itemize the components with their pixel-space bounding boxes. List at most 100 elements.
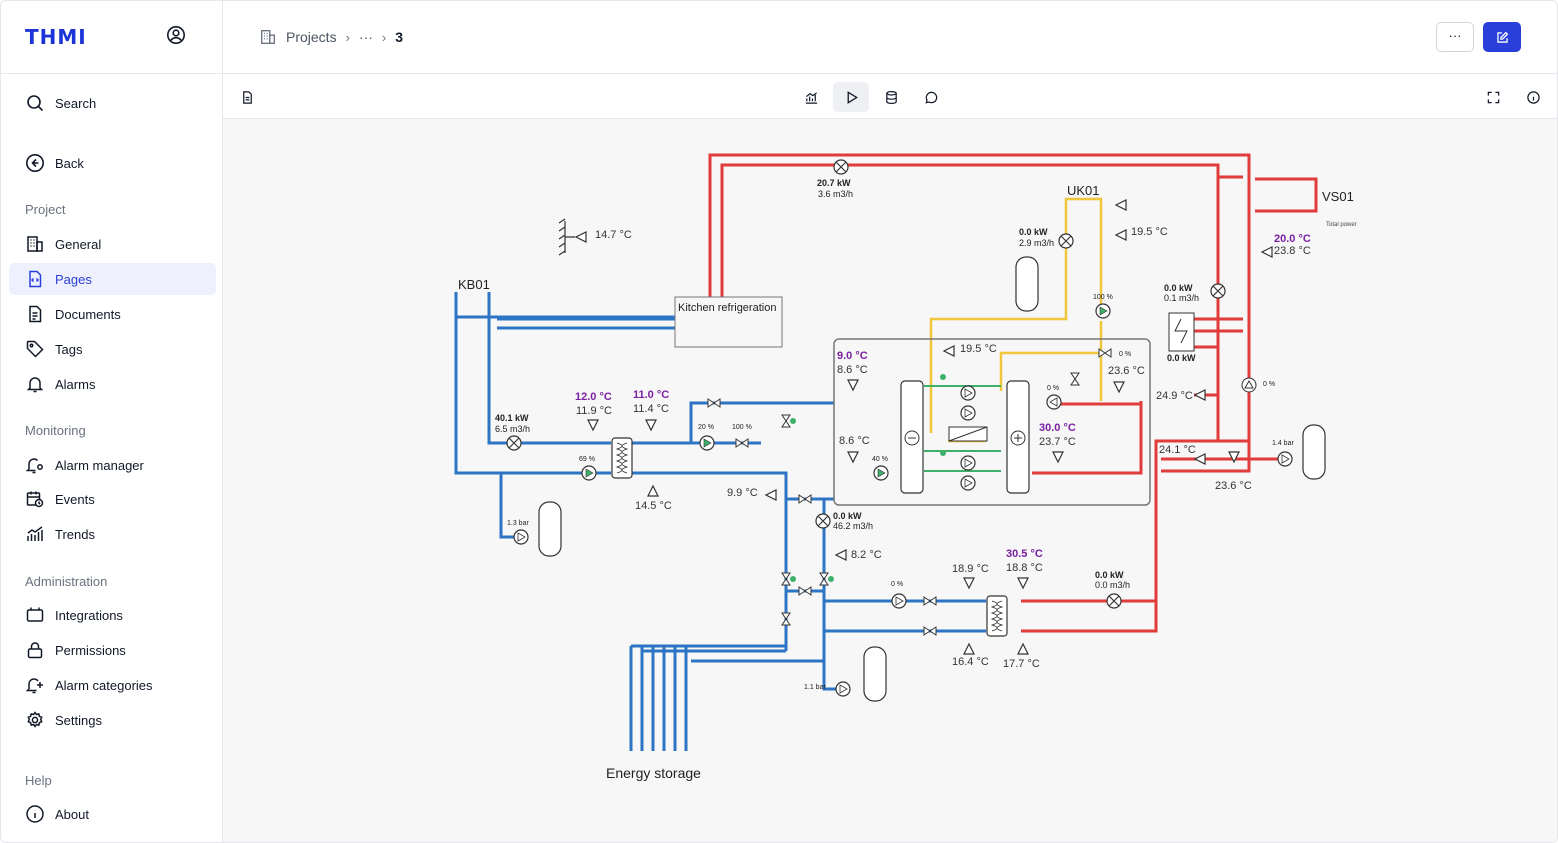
section-administration: Administration — [25, 574, 108, 589]
reading-kb01-pump: 69 % — [579, 456, 595, 463]
sidebar-item-alarm-categories[interactable]: Alarm categories — [9, 669, 216, 701]
sidebar-back-label: Back — [55, 155, 84, 171]
sidebar-item-label: Pages — [55, 271, 92, 287]
reading-hp-evap-setpoint[interactable]: 9.0 °C — [837, 350, 868, 362]
unit-kitchen-refrigeration[interactable]: Kitchen refrigeration — [678, 302, 776, 314]
more-options-button[interactable]: ··· — [1436, 22, 1474, 52]
bell-plus-icon — [25, 678, 43, 694]
reading-storage-setpoint[interactable]: 30.5 °C — [1006, 548, 1043, 560]
breadcrumb-current: 3 — [395, 29, 404, 45]
page-info-button[interactable] — [1515, 82, 1551, 112]
calendar-clock-icon — [26, 491, 44, 508]
info-icon — [1526, 90, 1540, 104]
reading-hp-cond-temp: 23.7 °C — [1039, 436, 1076, 448]
sidebar-item-label: Trends — [55, 526, 95, 542]
sidebar-item-label: Documents — [55, 306, 121, 322]
reading-storage-t2: 18.8 °C — [1006, 562, 1043, 574]
unit-uk01[interactable]: UK01 — [1067, 183, 1100, 198]
reading-kb01-pump2: 20 % — [698, 424, 714, 431]
reading-storage-meter-power: 0.0 kW — [1095, 570, 1124, 580]
sidebar-item-label: Permissions — [55, 642, 126, 658]
reading-vs01-meter-power: 0.0 kW — [1164, 283, 1193, 293]
reading-vs01-temp: 23.8 °C — [1274, 245, 1311, 257]
sidebar-item-alarms[interactable]: Alarms — [9, 368, 216, 400]
bell-icon — [26, 377, 44, 393]
sidebar-item-pages[interactable]: Pages — [9, 263, 216, 295]
reading-uk01-valve: 100 % — [1093, 294, 1113, 301]
reading-kb01-setpoint-2[interactable]: 11.0 °C — [633, 389, 669, 401]
sidebar-item-about[interactable]: About — [9, 798, 216, 830]
sidebar-search[interactable]: Search — [9, 87, 216, 119]
comment-icon — [925, 91, 937, 103]
sidebar-item-permissions[interactable]: Permissions — [9, 634, 216, 666]
app-logo: THMI — [25, 25, 87, 49]
sidebar-item-settings[interactable]: Settings — [9, 704, 216, 736]
chart-bars-icon — [27, 526, 43, 541]
sidebar-item-label: Alarm categories — [55, 677, 153, 693]
sidebar-item-label: About — [55, 806, 89, 822]
breadcrumb-projects[interactable]: Projects — [286, 29, 337, 45]
reading-kb01-expansion: 1.3 bar — [507, 520, 529, 527]
unit-kb01[interactable]: KB01 — [458, 277, 490, 292]
section-project: Project — [25, 202, 66, 217]
sidebar-item-alarm-manager[interactable]: Alarm manager — [9, 449, 216, 481]
tag-icon — [26, 340, 44, 358]
plug-icon — [26, 607, 44, 622]
reading-right-pump: 0 % — [1263, 381, 1275, 388]
reading-kb01-return: 14.5 °C — [635, 500, 672, 512]
data-source-button[interactable] — [873, 82, 909, 112]
reading-outdoor-temp: 14.7 °C — [595, 229, 632, 241]
reading-vs01-setpoint[interactable]: 20.0 °C — [1274, 233, 1311, 245]
reading-hp-cond-pump: 0 % — [1047, 385, 1059, 392]
reading-right-expansion: 1.4 bar — [1272, 440, 1294, 447]
reading-uk01-flow: 2.9 m3/h — [1019, 238, 1054, 248]
sidebar-item-integrations[interactable]: Integrations — [9, 599, 216, 631]
sidebar-item-trends[interactable]: Trends — [9, 518, 216, 550]
reading-hp-cond-setpoint[interactable]: 30.0 °C — [1039, 422, 1076, 434]
sidebar-item-tags[interactable]: Tags — [9, 333, 216, 365]
back-icon — [26, 154, 44, 172]
sidebar-item-events[interactable]: Events — [9, 483, 216, 515]
sidebar-item-label: Events — [55, 491, 95, 507]
sidebar-item-label: Settings — [55, 712, 102, 728]
fullscreen-icon — [1487, 91, 1499, 103]
edit-icon — [1496, 31, 1508, 43]
gear-icon — [27, 711, 43, 728]
reading-hp-mid-temp: 9.9 °C — [727, 487, 758, 499]
building-icon — [27, 236, 43, 252]
reading-right-temp-1: 24.9 °C — [1156, 390, 1193, 402]
page-code-icon — [29, 270, 42, 288]
run-mode-button[interactable] — [833, 82, 869, 112]
section-monitoring: Monitoring — [25, 423, 86, 438]
page-file-button[interactable] — [229, 82, 265, 112]
reading-storage-flow: 46.2 m3/h — [833, 521, 873, 531]
reading-kb01-power: 40.1 kW — [495, 413, 529, 423]
reading-storage-pump: 0 % — [891, 581, 903, 588]
sidebar-item-label: Integrations — [55, 607, 123, 623]
comments-button[interactable] — [913, 82, 949, 112]
edit-button[interactable] — [1483, 22, 1521, 52]
fullscreen-button[interactable] — [1475, 82, 1511, 112]
bell-settings-icon — [25, 458, 43, 474]
reading-hp-valve: 0 % — [1119, 351, 1131, 358]
reading-top-power: 20.7 kW — [817, 178, 851, 188]
sidebar-back[interactable]: Back — [9, 147, 216, 179]
sidebar-item-general[interactable]: General — [9, 228, 216, 260]
reading-kb01-flow: 6.5 m3/h — [495, 424, 530, 434]
sidebar-item-label: Alarm manager — [55, 457, 144, 473]
reading-storage-t3: 16.4 °C — [952, 656, 989, 668]
breadcrumb-ellipsis[interactable]: ··· — [358, 29, 373, 45]
sidebar-search-label: Search — [55, 95, 97, 111]
chevron-right-icon: › — [345, 29, 350, 45]
sidebar-item-documents[interactable]: Documents — [9, 298, 216, 330]
unit-energy-storage[interactable]: Energy storage — [606, 765, 701, 781]
sidebar-item-label: General — [55, 236, 102, 252]
unit-vs01[interactable]: VS01 — [1322, 189, 1354, 204]
reading-uk01-temp: 19.5 °C — [1131, 226, 1168, 238]
user-account-icon[interactable] — [166, 25, 186, 50]
trend-view-button[interactable] — [793, 82, 829, 112]
document-icon — [29, 305, 42, 323]
reading-kb01-setpoint-1[interactable]: 12.0 °C — [575, 391, 612, 403]
reading-storage-power: 0.0 kW — [833, 511, 862, 521]
